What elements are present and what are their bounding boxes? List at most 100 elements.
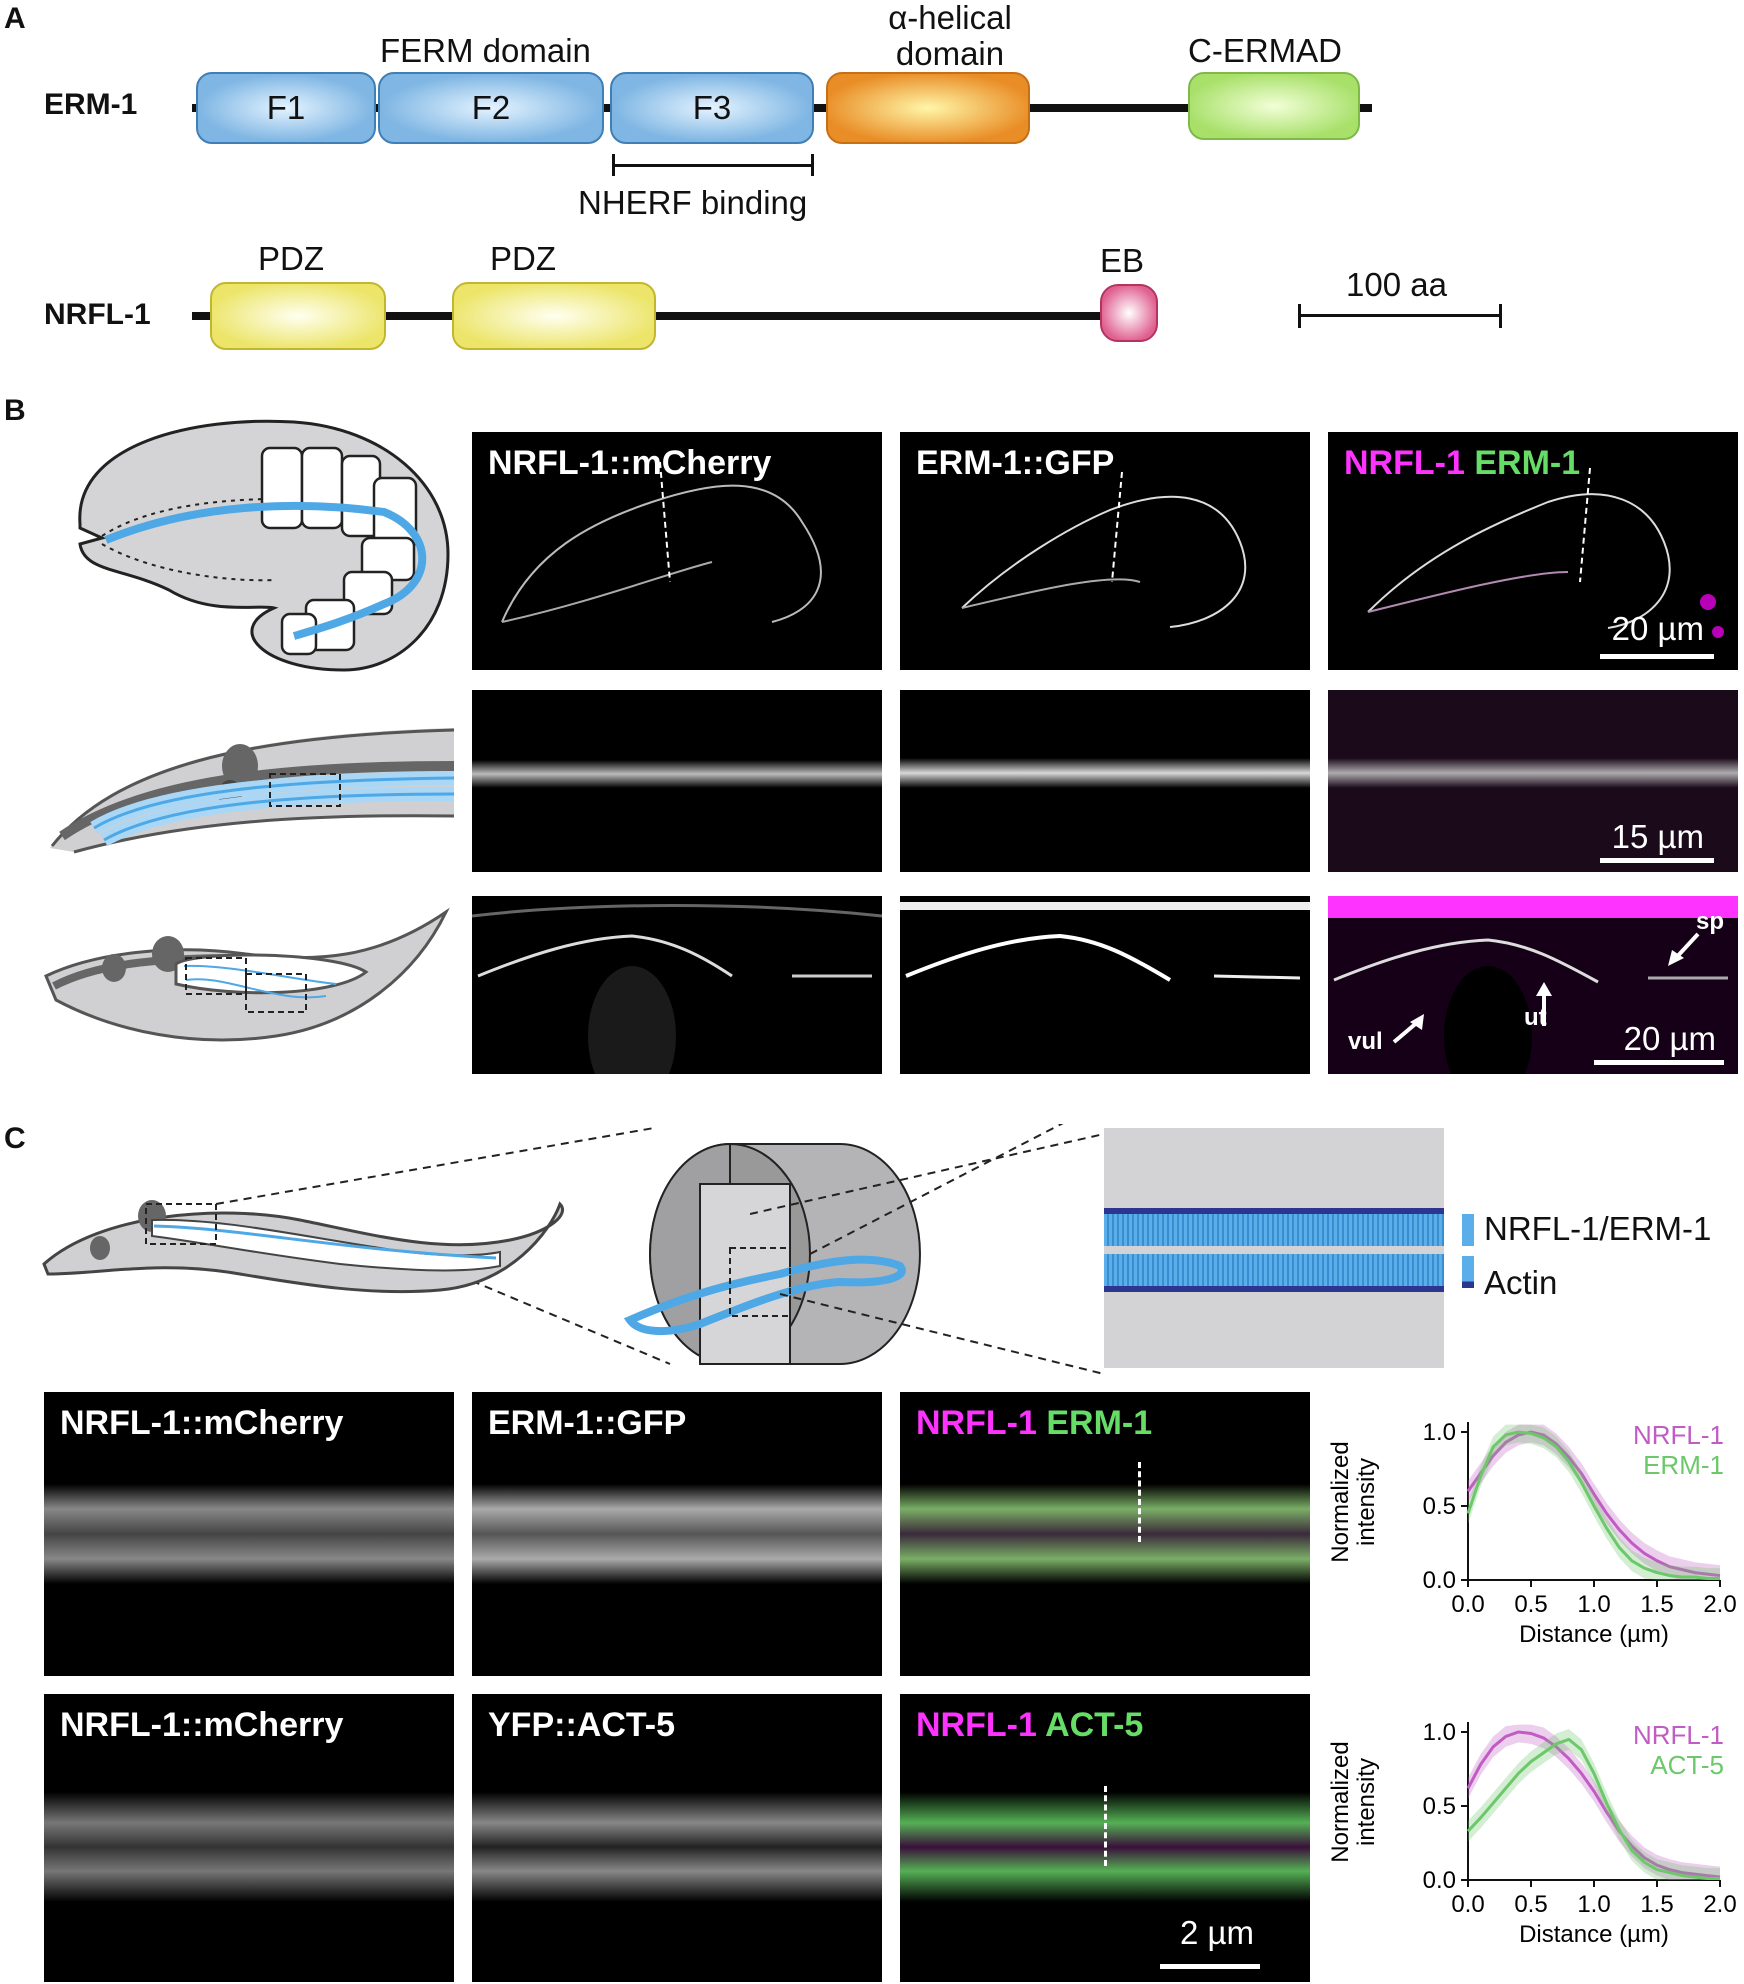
larva-schematic [50, 728, 455, 854]
helical-domain-label: α-helical domain [860, 0, 1040, 72]
b-merge-erm1: ERM-1 [1474, 444, 1581, 482]
panel-label-c: C [4, 1122, 26, 1155]
x-tick-label: 2.0 [1703, 1891, 1736, 1918]
c-row1-merge-title: NRFL-1 ERM-1 [916, 1404, 1152, 1443]
pdz2-label: PDZ [490, 240, 556, 277]
cermad-label: C-ERMAD [1188, 32, 1342, 69]
arrow-ut-label: ut [1524, 1004, 1547, 1031]
cermad-domain [1188, 72, 1360, 140]
c-row1-merge-a: NRFL-1 [916, 1404, 1037, 1442]
series-band [1468, 1729, 1720, 1880]
microvilli-schematic [1104, 1128, 1444, 1368]
nrfl1-backbone [192, 312, 1152, 320]
c-row2-merge-title: NRFL-1 ACT-5 [916, 1706, 1143, 1745]
nherf-label: NHERF binding [578, 184, 808, 221]
c-row2-merge-image: NRFL-1 ACT-5 2 µm [900, 1694, 1310, 1982]
legend-nrfl-erm-swatch [1462, 1214, 1474, 1246]
helical-domain [826, 72, 1030, 144]
b-scale1-label: 20 µm [1611, 610, 1704, 647]
series-band [1468, 1424, 1720, 1580]
series-line [1466, 1730, 1721, 1879]
b-row3-nrfl1-image [472, 896, 882, 1074]
c-row2-title-nrfl1: NRFL-1::mCherry [60, 1706, 344, 1744]
c-row1-nrfl1-image: NRFL-1::mCherry [44, 1392, 454, 1676]
nherf-bracket-left [612, 154, 615, 176]
arrow-sp-label: sp [1696, 908, 1725, 935]
y-tick-label: 1.0 [1423, 1419, 1456, 1446]
adult-schematic [44, 907, 450, 1042]
x-tick-label: 1.0 [1577, 1591, 1610, 1618]
b-row3-merge-image: sp ut vul 20 µm [1328, 896, 1738, 1074]
series-line [1466, 1737, 1720, 1881]
pdz1-domain [210, 282, 386, 350]
x-tick-label: 2.0 [1703, 1591, 1736, 1618]
c-row2-title-act5: YFP::ACT-5 [488, 1706, 675, 1744]
b-title-nrfl1: NRFL-1::mCherry [488, 444, 772, 482]
b-row2-erm1-image [900, 690, 1310, 872]
nherf-bracket-right [811, 154, 814, 176]
b-scale1-bar [1600, 654, 1714, 659]
f2-label: F2 [471, 89, 511, 126]
nherf-bracket [612, 164, 814, 167]
b-scale2-label: 15 µm [1611, 818, 1704, 855]
embryo-schematic [78, 419, 450, 672]
c-zoom-lines [750, 1133, 1104, 1375]
helical-label-line2: domain [895, 35, 1005, 72]
pdz2-domain [452, 282, 656, 350]
x-axis-label: Distance (µm) [1519, 1921, 1669, 1948]
b-row1-nrfl1-image: NRFL-1::mCherry [472, 432, 882, 670]
legend-entry: ERM-1 [1643, 1450, 1724, 1480]
c-row1-erm1-image: ERM-1::GFP [472, 1392, 882, 1676]
x-tick-label: 0.5 [1514, 1891, 1547, 1918]
x-tick-label: 0.0 [1451, 1891, 1484, 1918]
c-row1-merge-b: ERM-1 [1046, 1404, 1153, 1442]
y-tick-label: 1.0 [1423, 1719, 1456, 1746]
b-title-erm1: ERM-1::GFP [916, 444, 1115, 482]
b-merge-nrfl1: NRFL-1 [1344, 444, 1465, 482]
f1-label: F1 [266, 89, 306, 126]
legend-entry: NRFL-1 [1633, 1420, 1724, 1450]
eb-domain [1100, 284, 1158, 342]
x-tick-label: 1.5 [1640, 1591, 1673, 1618]
legend-entry: NRFL-1 [1633, 1720, 1724, 1750]
b-scale2-bar [1600, 858, 1714, 863]
c-scale-label: 2 µm [1179, 1914, 1254, 1951]
c-row2-nrfl1-image: NRFL-1::mCherry [44, 1694, 454, 1982]
c-row2-merge-b: ACT-5 [1045, 1706, 1144, 1744]
x-tick-label: 0.0 [1451, 1591, 1484, 1618]
c-worm-schematic [42, 1124, 1064, 1366]
scale-100aa-tick-right [1499, 304, 1502, 328]
x-axis-label: Distance (µm) [1519, 1621, 1669, 1648]
b-scale3-label: 20 µm [1623, 1020, 1716, 1057]
c-row1-merge-image: NRFL-1 ERM-1 [900, 1392, 1310, 1676]
scale-100aa-label: 100 aa [1346, 266, 1447, 303]
f1-domain: F1 [196, 72, 376, 144]
legend-nrfl-erm-label: NRFL-1/ERM-1 [1484, 1210, 1712, 1247]
b-row3-erm1-image [900, 896, 1310, 1074]
b-row1-merge-image: NRFL-1 ERM-1 20 µm [1328, 432, 1738, 670]
b-scale3-bar [1594, 1060, 1724, 1065]
b-row2-nrfl1-image [472, 690, 882, 872]
pdz1-label: PDZ [258, 240, 324, 277]
scale-100aa-tick-left [1298, 304, 1301, 328]
c-row1-title-erm1: ERM-1::GFP [488, 1404, 687, 1442]
x-tick-label: 1.0 [1577, 1891, 1610, 1918]
c-row1-title-nrfl1: NRFL-1::mCherry [60, 1404, 344, 1442]
y-axis-label: Normalized [1327, 1441, 1354, 1562]
series-line [1466, 1430, 1720, 1581]
panel-label-b: B [4, 394, 26, 427]
y-axis-label: intensity [1353, 1458, 1380, 1546]
y-axis-label: Normalized [1327, 1741, 1354, 1862]
y-tick-label: 0.0 [1423, 1867, 1456, 1894]
series-band [1468, 1724, 1720, 1880]
f3-domain: F3 [610, 72, 814, 144]
x-tick-label: 0.5 [1514, 1591, 1547, 1618]
c-row2-act5-image: YFP::ACT-5 [472, 1694, 882, 1982]
series-line [1466, 1430, 1721, 1578]
panel-label-a: A [4, 2, 26, 35]
c-scale-bar [1160, 1964, 1260, 1969]
legend-actin-label: Actin [1484, 1264, 1558, 1301]
f2-domain: F2 [378, 72, 604, 144]
y-tick-label: 0.5 [1423, 1493, 1456, 1520]
